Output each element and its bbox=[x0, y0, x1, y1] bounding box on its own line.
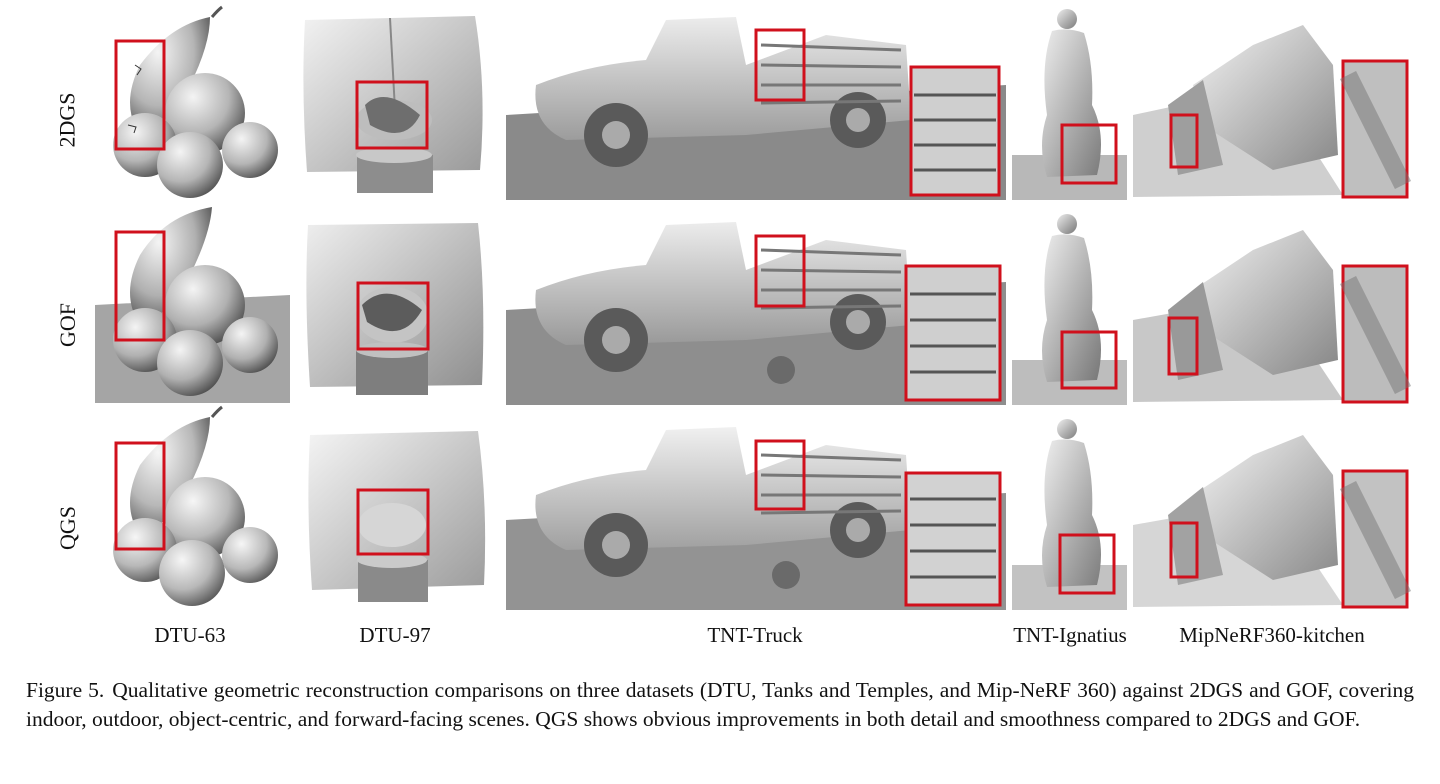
image-qgs-dtu63 bbox=[100, 405, 290, 610]
image-2dgs-dtu97 bbox=[295, 10, 495, 195]
image-2dgs-tnt-ignatius bbox=[1012, 5, 1127, 200]
column-label-dtu97: DTU-97 bbox=[359, 623, 431, 647]
image-2dgs-kitchen bbox=[1133, 5, 1413, 200]
image-2dgs-tnt-truck bbox=[506, 5, 1006, 200]
image-gof-tnt-truck bbox=[506, 210, 1006, 405]
column-label-tnt-ignatius: TNT-Ignatius bbox=[1013, 623, 1127, 647]
image-gof-dtu63 bbox=[95, 195, 290, 405]
column-label-dtu63: DTU-63 bbox=[154, 623, 226, 647]
image-gof-kitchen bbox=[1133, 210, 1413, 405]
image-qgs-tnt-ignatius bbox=[1012, 415, 1127, 610]
caption-text: Qualitative geometric reconstruction com… bbox=[26, 678, 1414, 731]
row-label-2dgs: 2DGS bbox=[54, 92, 80, 148]
row-label-gof: GOF bbox=[54, 302, 80, 348]
column-label-tnt-truck: TNT-Truck bbox=[707, 623, 803, 647]
image-gof-dtu97 bbox=[300, 215, 490, 400]
row-label-qgs: QGS bbox=[54, 505, 80, 551]
image-qgs-tnt-truck bbox=[506, 415, 1006, 610]
image-gof-tnt-ignatius bbox=[1012, 210, 1127, 405]
figure-grid: 2DGS GOF QGS bbox=[54, 5, 1413, 647]
column-label-kitchen: MipNeRF360-kitchen bbox=[1179, 623, 1365, 647]
figure-number: Figure 5. bbox=[26, 678, 105, 702]
image-qgs-dtu97 bbox=[300, 425, 490, 605]
figure-caption: Figure 5.Qualitative geometric reconstru… bbox=[26, 676, 1414, 734]
image-2dgs-dtu63 bbox=[100, 5, 290, 200]
image-qgs-kitchen bbox=[1133, 415, 1413, 610]
